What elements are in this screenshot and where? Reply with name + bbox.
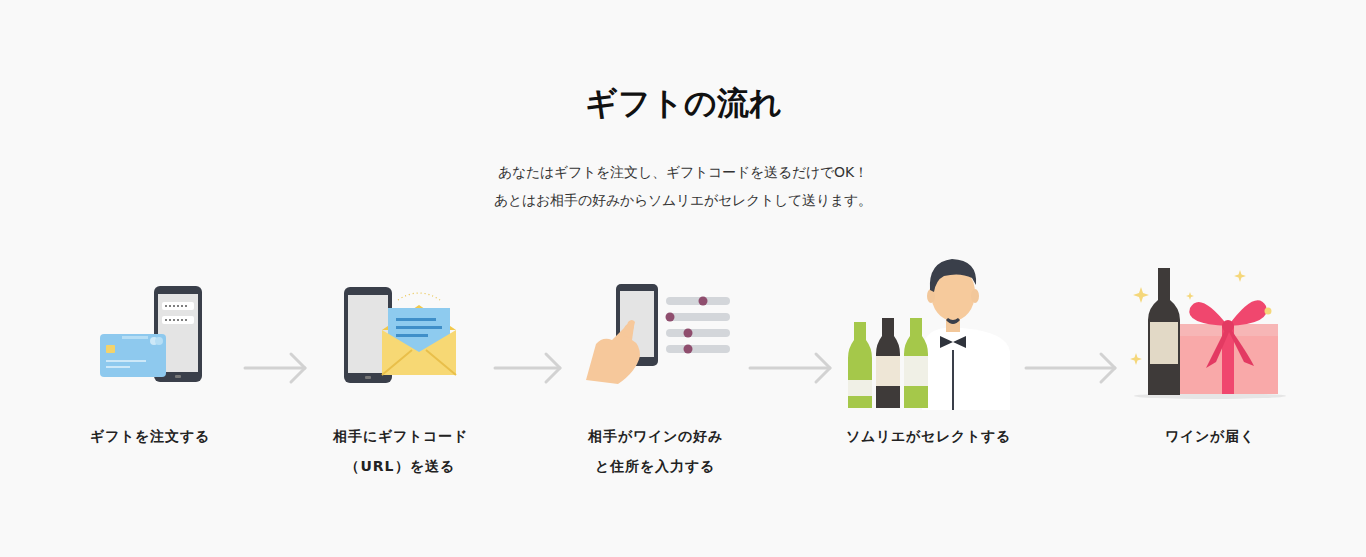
flow-arrow xyxy=(1026,354,1115,382)
step-caption: 相手がワインの好み と住所を入力する xyxy=(565,421,745,481)
flow-step: ギフトを注文する xyxy=(55,258,245,484)
flow-step: ワインが届く xyxy=(1115,258,1305,484)
step-caption: ワインが届く xyxy=(1120,421,1300,451)
flow-step: 相手がワインの好み と住所を入力する xyxy=(560,258,750,485)
input-preferences-icon xyxy=(586,284,726,384)
order-icon xyxy=(100,286,202,382)
description-line: あとはお相手の好みからソムリエがセレクトして送ります。 xyxy=(0,192,1366,210)
flow-arrow xyxy=(750,354,830,382)
sommelier-icon xyxy=(848,259,1010,410)
flow-arrow xyxy=(495,354,560,382)
flow-arrow xyxy=(245,354,305,382)
send-code-icon xyxy=(344,287,456,383)
flow-step: ソムリエがセレクトする xyxy=(830,258,1026,484)
delivery-icon xyxy=(1130,268,1286,399)
description-line: あなたはギフトを注文し、ギフトコードを送るだけでOK！ xyxy=(0,164,1366,182)
flow-step: 相手にギフトコード （URL）を送る xyxy=(305,258,495,485)
step-caption: 相手にギフトコード （URL）を送る xyxy=(310,421,490,481)
step-caption: ギフトを注文する xyxy=(60,421,240,451)
diagram-title: ギフトの流れ xyxy=(0,82,1366,126)
step-caption: ソムリエがセレクトする xyxy=(838,421,1018,451)
